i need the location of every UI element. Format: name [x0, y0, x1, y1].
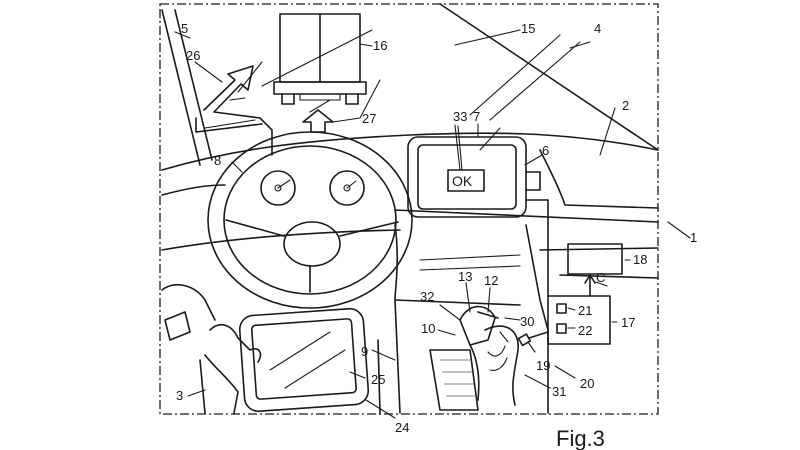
label-19: 19: [536, 358, 550, 373]
label-10: 10: [421, 321, 435, 336]
door-handle: [165, 312, 190, 340]
label-8: 8: [214, 153, 221, 168]
dashboard-lower-right: [540, 248, 658, 250]
label-25: 25: [371, 372, 385, 387]
label-15: 15: [521, 21, 535, 36]
label-32: 32: [420, 289, 434, 304]
label-17: 17: [621, 315, 635, 330]
door-armrest: [162, 285, 215, 320]
dashboard-top: [162, 133, 658, 170]
label-1: 1: [690, 230, 697, 245]
label-26: 26: [186, 48, 200, 63]
label-13: 13: [458, 269, 472, 284]
label-31: 31: [552, 384, 566, 399]
label-24: 24: [395, 420, 409, 435]
driver-hand-left: [200, 325, 260, 413]
label-30: 30: [520, 314, 534, 329]
label-12: 12: [484, 273, 498, 288]
label-2: 2: [622, 98, 629, 113]
label-7: 7: [473, 109, 480, 124]
center-display: OK: [408, 125, 540, 217]
label-27: 27: [362, 111, 376, 126]
module-21-box: [557, 304, 566, 313]
console-vents: [420, 255, 520, 260]
label-9: 9: [361, 344, 368, 359]
label-4: 4: [594, 21, 601, 36]
console-left: [395, 225, 400, 413]
dashboard-lower-right-2: [560, 275, 658, 278]
leader-lines: [175, 30, 690, 418]
dashboard-mid-line: [395, 210, 658, 222]
ok-button-text: OK: [452, 173, 473, 189]
label-18: 18: [633, 252, 647, 267]
steering-wheel: [208, 132, 412, 308]
driver-hand-right: [470, 326, 518, 405]
truck-projection: [262, 14, 372, 104]
up-arrow-27: [303, 110, 333, 132]
label-21: 21: [578, 303, 592, 318]
console-mid: [395, 300, 520, 305]
wire-sensor: [529, 332, 548, 338]
figure-caption: Fig.3: [556, 426, 605, 450]
gear-selector: [430, 307, 498, 410]
label-16: 16: [373, 38, 387, 53]
windshield-edge-right: [440, 4, 658, 150]
link-C-arrow: [585, 275, 595, 296]
label-5: 5: [181, 21, 188, 36]
label-22: 22: [578, 323, 592, 338]
label-C: C: [596, 270, 605, 285]
dashboard-panel: [540, 150, 658, 208]
label-33: 33: [453, 109, 467, 124]
label-20: 20: [580, 376, 594, 391]
glass-reflection-2: [490, 42, 580, 120]
dashboard-lower-left: [162, 230, 400, 250]
module-22-box: [557, 324, 566, 333]
label-6: 6: [542, 143, 549, 158]
label-3: 3: [176, 388, 183, 403]
